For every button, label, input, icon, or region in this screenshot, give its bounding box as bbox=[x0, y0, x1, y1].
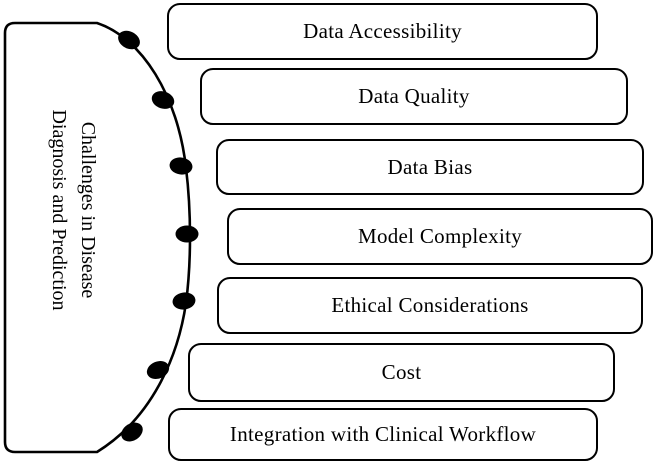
node-label: Data Accessibility bbox=[303, 19, 462, 43]
node-label: Ethical Considerations bbox=[331, 293, 529, 317]
connector-dot-2 bbox=[151, 91, 175, 109]
left-node-label: Challenges in Disease Diagnosis and Pred… bbox=[44, 60, 102, 360]
connector-dot-6 bbox=[146, 361, 170, 379]
node-data-accessibility: Data Accessibility bbox=[167, 3, 598, 60]
left-node-label-line1: Challenges in Disease bbox=[77, 121, 99, 299]
connector-dot-3 bbox=[169, 157, 193, 175]
connector-dot-7 bbox=[121, 422, 143, 442]
node-label: Model Complexity bbox=[357, 224, 523, 248]
node-data-quality: Data Quality bbox=[200, 68, 628, 125]
node-integration-clinical-workflow: Integration with Clinical Workflow bbox=[168, 408, 598, 461]
node-cost: Cost bbox=[188, 343, 615, 402]
node-ethical-considerations: Ethical Considerations bbox=[217, 277, 643, 334]
node-data-bias: Data Bias bbox=[216, 139, 644, 195]
node-label: Data Quality bbox=[358, 84, 470, 108]
left-node-label-line2: Diagnosis and Prediction bbox=[48, 109, 70, 311]
connector-dot-1 bbox=[118, 30, 140, 50]
node-model-complexity: Model Complexity bbox=[227, 208, 653, 265]
node-label: Data Bias bbox=[387, 154, 473, 179]
node-label: Cost bbox=[381, 360, 422, 384]
connector-dot-5 bbox=[172, 292, 196, 310]
connector-dot-4 bbox=[175, 225, 199, 243]
node-label: Integration with Clinical Workflow bbox=[229, 422, 537, 446]
